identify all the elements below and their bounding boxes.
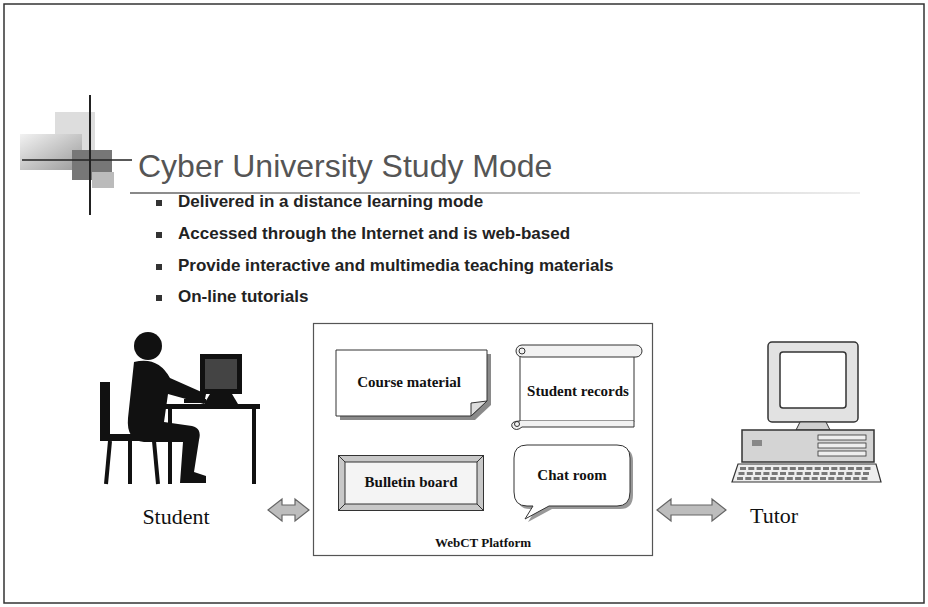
platform-box: Course material Student recordsBulletin b… [313, 323, 653, 556]
double-arrow [657, 499, 726, 521]
bullet-square [156, 200, 162, 206]
double-arrow [268, 499, 309, 521]
node-text: Course material [357, 373, 461, 392]
tutor-computer: Tutor [730, 336, 882, 531]
bullet-text: On-line tutorials [178, 287, 308, 307]
student-figure: Student [88, 322, 264, 532]
bullet-text: Provide interactive and multimedia teach… [178, 256, 614, 276]
note-box: Course material [335, 349, 493, 421]
bullet-square [156, 295, 162, 301]
corner-ornament [20, 95, 132, 215]
node-outline [88, 322, 264, 532]
figure-label: Student [88, 504, 264, 530]
slide-border [4, 4, 924, 603]
node-text: Student records [527, 382, 629, 401]
figure-label: Tutor [750, 503, 882, 529]
bullet-square [156, 232, 162, 238]
node-text: Chat room [537, 466, 606, 485]
speech-bubble: Chat room [513, 444, 631, 520]
bullet-square [156, 264, 162, 270]
bullet-text: Accessed through the Internet and is web… [178, 224, 570, 244]
slide-title: Cyber University Study Mode [138, 148, 552, 185]
node-outline [730, 336, 882, 531]
bullet-text: Delivered in a distance learning mode [178, 192, 483, 212]
node-text: WebCT Platform [313, 535, 653, 551]
node-text: Bulletin board [365, 473, 458, 492]
bevel-box: Bulletin board [338, 455, 484, 511]
scroll-box: Student records [508, 343, 644, 431]
